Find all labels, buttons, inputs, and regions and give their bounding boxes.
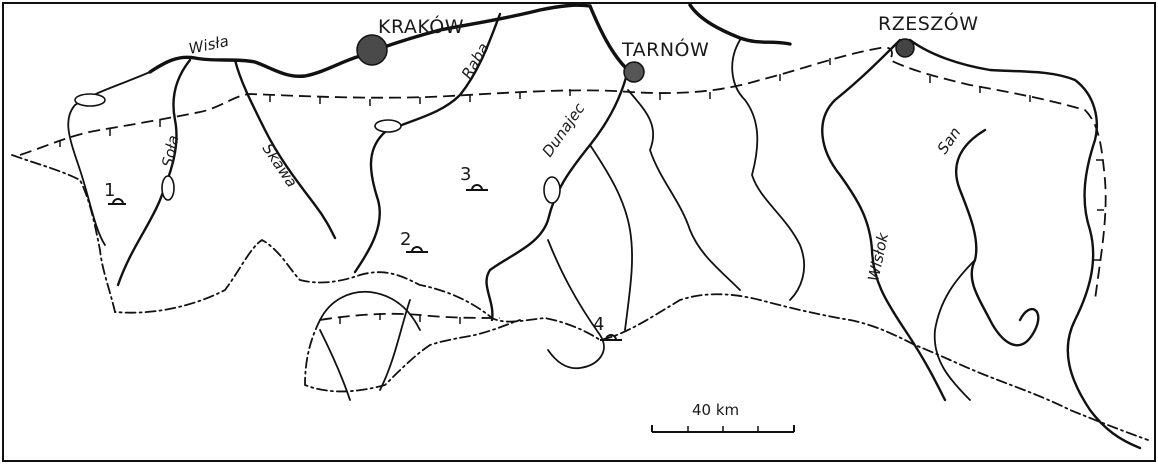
lake-dunajec bbox=[543, 176, 561, 204]
river-sola bbox=[116, 58, 192, 287]
site-3: 3 bbox=[460, 164, 488, 191]
river-wisla-east bbox=[588, 3, 792, 72]
river-south-1 bbox=[319, 290, 421, 331]
thrust-ticks bbox=[59, 58, 1104, 261]
site-label-3: 3 bbox=[460, 164, 471, 185]
site-marker-icon bbox=[600, 334, 622, 341]
city-label-tarnow: TARNÓW bbox=[621, 37, 709, 61]
state-border bbox=[11, 154, 1149, 441]
site-1: 1 bbox=[104, 180, 126, 205]
city-label-rzeszow: RZESZÓW bbox=[878, 11, 979, 35]
river-dunajec-trib-1 bbox=[547, 239, 605, 370]
river-south-3 bbox=[319, 329, 351, 401]
site-label-1: 1 bbox=[104, 180, 115, 201]
city-label-krakow: KRAKÓW bbox=[378, 14, 464, 38]
river-dunajec-trib-3 bbox=[627, 89, 741, 291]
river-san bbox=[908, 38, 1142, 450]
river-skawa bbox=[233, 58, 337, 240]
site-2: 2 bbox=[400, 229, 428, 253]
lake-sola bbox=[161, 175, 175, 201]
river-south-2 bbox=[379, 299, 411, 391]
river-wisla bbox=[148, 3, 592, 78]
site-label-2: 2 bbox=[400, 229, 411, 250]
river-dunajec-trib-2 bbox=[589, 144, 633, 331]
lake-west bbox=[74, 93, 106, 107]
site-label-4: 4 bbox=[593, 314, 604, 335]
river-san-trib bbox=[955, 128, 1040, 347]
site-4: 4 bbox=[593, 314, 622, 341]
river-wislok bbox=[821, 38, 947, 402]
river-san-trib-2 bbox=[933, 259, 976, 401]
site-marker-icon bbox=[466, 184, 488, 191]
lake-raba bbox=[374, 119, 402, 133]
city-marker-rzeszow bbox=[895, 38, 915, 58]
site-marker-icon bbox=[108, 198, 126, 205]
scale-bar: 40 km bbox=[651, 401, 795, 433]
thrust-line bbox=[19, 46, 1107, 301]
thrust-ticks-south bbox=[339, 313, 461, 324]
thrust-line-south bbox=[319, 312, 501, 321]
state-border-south bbox=[304, 319, 521, 393]
site-marker-icon bbox=[406, 246, 428, 253]
city-marker-krakow bbox=[356, 34, 388, 66]
river-dunajec bbox=[485, 68, 630, 322]
city-marker-tarnow bbox=[623, 61, 645, 83]
scale-bar-label: 40 km bbox=[692, 401, 739, 419]
